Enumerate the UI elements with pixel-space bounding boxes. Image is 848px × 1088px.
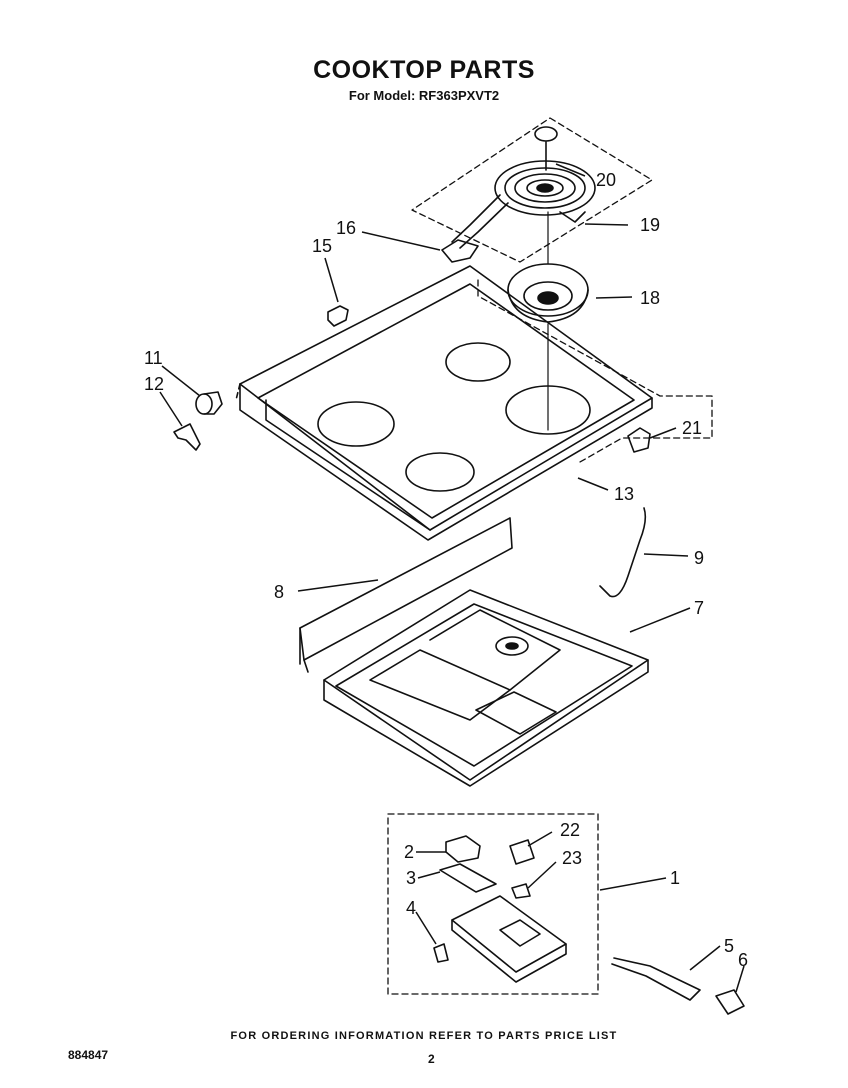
- callout-2: 2: [404, 842, 414, 862]
- shield-part-4: [433, 943, 449, 963]
- callout-21: 21: [682, 418, 702, 438]
- callout-5: 5: [724, 936, 734, 956]
- switch-base-plate: [451, 895, 567, 973]
- ordering-note: FOR ORDERING INFORMATION REFER TO PARTS …: [230, 1030, 618, 1042]
- document-number: 884847: [68, 1048, 109, 1062]
- bracket-part: [627, 427, 651, 453]
- switch-part-2: [445, 835, 481, 863]
- burner-box: [323, 589, 649, 787]
- callout-8: 8: [274, 582, 284, 602]
- spring-clip: [173, 423, 201, 451]
- callout-23: 23: [562, 848, 582, 868]
- page-title: COOKTOP PARTS: [313, 56, 535, 84]
- page-number: 2: [428, 1052, 435, 1066]
- callout-12: 12: [144, 374, 164, 394]
- support-wire: [599, 507, 647, 598]
- clip-part: [327, 305, 349, 327]
- wire-harness: [611, 957, 701, 1001]
- callout-16: 16: [336, 218, 356, 238]
- callout-11: 11: [144, 348, 163, 368]
- surface-element: [451, 160, 596, 249]
- callout-6: 6: [738, 950, 748, 970]
- callout-9: 9: [694, 548, 704, 568]
- cooktop-dashed-outline: [477, 279, 713, 463]
- switch-part-22: [509, 839, 535, 865]
- element-cap: [534, 126, 558, 142]
- knob-part: [195, 391, 223, 415]
- spacer-part-23: [511, 883, 531, 899]
- insulator-part-3: [439, 863, 497, 893]
- callout-1: 1: [670, 868, 680, 888]
- cooktop-panel: [239, 265, 653, 541]
- model-subtitle: For Model: RF363PXVT2: [348, 88, 500, 103]
- terminal-block: [441, 239, 479, 263]
- element-group-dashed-box: [411, 117, 653, 263]
- callout-15: 15: [312, 236, 332, 256]
- callout-4: 4: [406, 898, 416, 918]
- rear-trim: [299, 517, 513, 673]
- callout-13: 13: [614, 484, 634, 504]
- switch-assembly-box: [387, 813, 599, 995]
- callout-20: 20: [596, 170, 616, 190]
- callout-19: 19: [640, 215, 660, 235]
- connector-part: [715, 989, 745, 1015]
- callout-7: 7: [694, 598, 704, 618]
- callout-22: 22: [560, 820, 580, 840]
- drip-bowl: [507, 263, 589, 323]
- callout-18: 18: [640, 288, 660, 308]
- callout-3: 3: [406, 868, 416, 888]
